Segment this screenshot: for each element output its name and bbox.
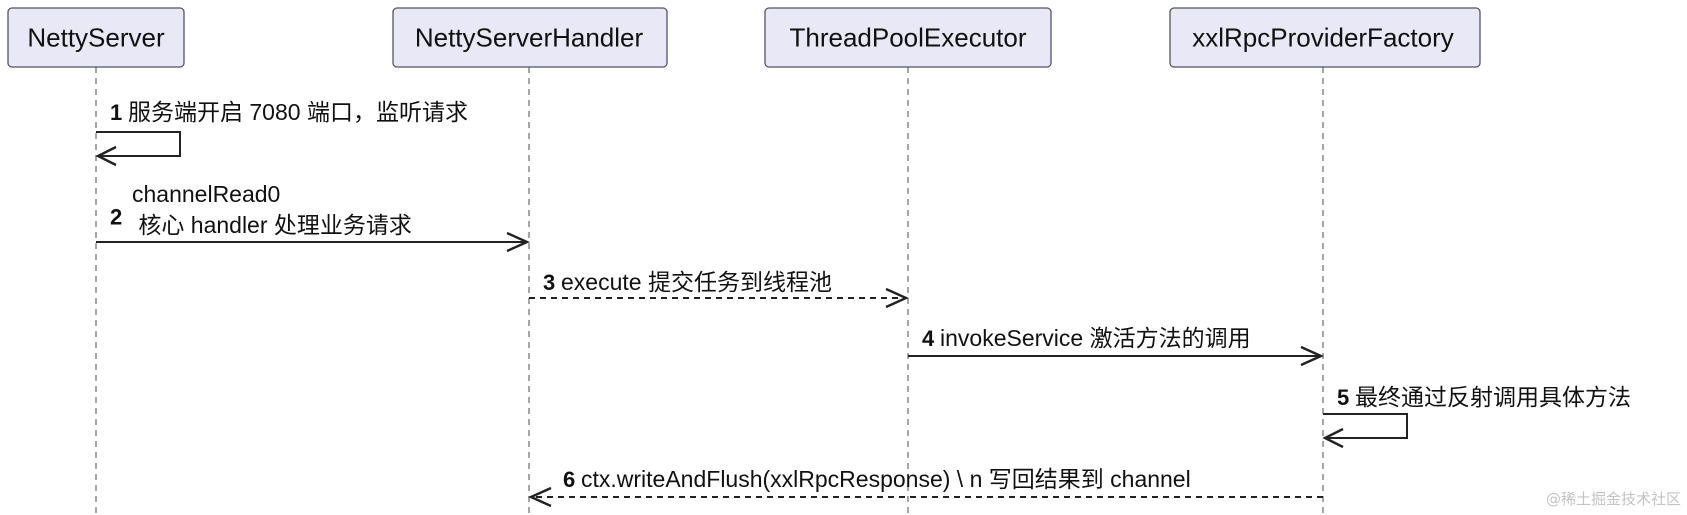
participant-netty-server: NettyServer	[7, 7, 185, 68]
message-label: execute 提交任务到线程池	[561, 269, 832, 295]
message-number: 2	[110, 205, 122, 230]
message-number: 5	[1337, 385, 1349, 410]
watermark: @稀土掘金技术社区	[1546, 490, 1681, 508]
participant-box	[7, 7, 185, 68]
arrowhead-icon	[1300, 345, 1324, 367]
participant-label: NettyServer	[27, 23, 165, 53]
message-label: channelRead0	[132, 181, 280, 207]
message-arrow-line	[1323, 413, 1408, 439]
participant-box	[392, 7, 668, 68]
message-label: 服务端开启 7080 端口，监听请求	[128, 99, 468, 125]
participant-label: xxlRpcProviderFactory	[1192, 23, 1454, 53]
message-number: 1	[110, 100, 122, 125]
participant-box	[1169, 7, 1481, 68]
participant-label: NettyServerHandler	[415, 23, 644, 53]
message-number: 6	[563, 467, 575, 492]
message-number: 4	[922, 326, 935, 351]
arrowhead-icon	[95, 145, 117, 167]
message-label: 核心 handler 处理业务请求	[132, 212, 412, 238]
participant-netty-server-handler: NettyServerHandler	[392, 7, 668, 68]
message-label: invokeService 激活方法的调用	[940, 325, 1251, 351]
participants: NettyServer NettyServerHandler ThreadPoolE…	[7, 7, 1481, 68]
message-2: 2 channelRead0 核心 handler 处理业务请求	[96, 181, 530, 253]
participant-thread-pool-executor: ThreadPoolExecutor	[764, 7, 1052, 68]
message-number: 3	[543, 270, 555, 295]
arrowhead-icon	[528, 486, 552, 508]
message-arrow-line	[96, 131, 181, 157]
arrowhead-icon	[885, 287, 909, 309]
arrowhead-icon	[506, 231, 530, 253]
arrowhead-icon	[1322, 427, 1344, 449]
message-label: ctx.writeAndFlush(xxlRpcResponse) \ n 写回…	[581, 466, 1191, 492]
lifelines	[95, 67, 1324, 515]
participant-label: ThreadPoolExecutor	[789, 23, 1026, 53]
participant-box	[764, 7, 1052, 68]
message-label: 最终通过反射调用具体方法	[1355, 384, 1631, 410]
participant-xxl-rpc-provider-factory: xxlRpcProviderFactory	[1169, 7, 1481, 68]
